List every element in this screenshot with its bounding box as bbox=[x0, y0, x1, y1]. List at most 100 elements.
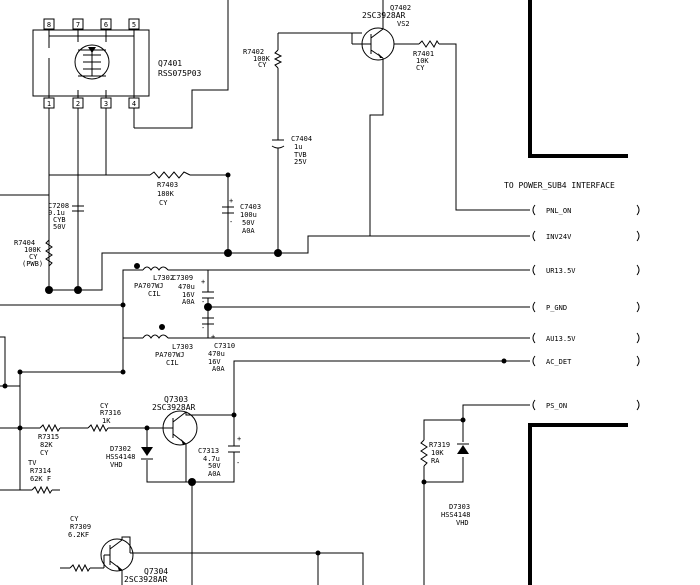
d7303-ref: D7303 bbox=[449, 503, 470, 511]
r7319-type: RA bbox=[431, 457, 440, 465]
transistor-q7303 bbox=[162, 410, 198, 446]
signal-p-gnd: P_GND bbox=[546, 304, 567, 312]
c7208-ref: C7208 bbox=[48, 202, 69, 210]
r7404-note: (PWB) bbox=[22, 260, 43, 268]
d7302-ref: D7302 bbox=[110, 445, 131, 453]
resistor-r7404 bbox=[45, 239, 53, 267]
diode-d7302 bbox=[141, 447, 153, 456]
r7403-tol: CY bbox=[159, 199, 168, 207]
ic-pin-6: 6 bbox=[104, 21, 108, 29]
c7403-type: A0A bbox=[242, 227, 255, 235]
ic-q7401: 8 7 6 5 1 2 3 4 Q7401 RSS075P03 bbox=[32, 18, 202, 109]
resistor-r7309 bbox=[69, 563, 91, 573]
c7310-type: A0A bbox=[212, 365, 225, 373]
d7302-type: VHD bbox=[110, 461, 123, 469]
c7208-type: CYB bbox=[53, 216, 66, 224]
l7302-type: CIL bbox=[148, 290, 161, 298]
capacitor-c7313 bbox=[228, 445, 240, 453]
inductor-l7302 bbox=[142, 266, 169, 271]
signal-ac-det: AC_DET bbox=[546, 358, 572, 366]
ic-pin-7: 7 bbox=[76, 21, 80, 29]
signal-inv24v: INV24V bbox=[546, 233, 572, 241]
r7309-tol: CY bbox=[70, 515, 79, 523]
ic-ref: Q7401 bbox=[158, 59, 182, 68]
signal-pnl-on: PNL_ON bbox=[546, 207, 571, 215]
c7208-volt: 50V bbox=[53, 223, 66, 231]
c7309-value: 470u bbox=[178, 283, 195, 291]
r7402-tol: CY bbox=[258, 61, 267, 69]
capacitor-c7404 bbox=[271, 139, 285, 149]
c7313-plus: + bbox=[237, 435, 241, 443]
d7303-part: HSS4148 bbox=[441, 511, 471, 519]
c7403-value: 100u bbox=[240, 211, 257, 219]
resistor-r7401 bbox=[418, 40, 440, 48]
c7313-volt: 50V bbox=[208, 462, 221, 470]
iface-title: TO POWER_SUB4 INTERFACE bbox=[504, 181, 615, 190]
ic-pin-5: 5 bbox=[132, 21, 136, 29]
ic-pin-8: 8 bbox=[47, 21, 51, 29]
c7313-value: 4.7u bbox=[203, 455, 220, 463]
c7310-value: 470u bbox=[208, 350, 225, 358]
diode-d7303 bbox=[457, 445, 469, 454]
resistor-r7315 bbox=[39, 423, 61, 433]
c7404-type: TVB bbox=[294, 151, 307, 159]
q7304-part: 2SC3928AR bbox=[124, 575, 168, 584]
signal-au13-5v: AU13.5V bbox=[546, 335, 576, 343]
c7404-volt: 25V bbox=[294, 158, 307, 166]
resistor-r7402 bbox=[273, 49, 283, 69]
r7315-tol: CY bbox=[40, 449, 49, 457]
d7302-part: HSS4148 bbox=[106, 453, 136, 461]
transistor-q7402 bbox=[351, 27, 395, 61]
c7313-minus: - bbox=[236, 459, 240, 467]
ic-pin-4: 4 bbox=[132, 100, 136, 108]
c7403-ref: C7403 bbox=[240, 203, 261, 211]
r7309-ref: R7309 bbox=[70, 523, 91, 531]
r7403-value: 180K bbox=[157, 190, 175, 198]
q7303-ref: Q7303 bbox=[164, 395, 188, 404]
r7319-value: 10K bbox=[431, 449, 444, 457]
r7315-ref: R7315 bbox=[38, 433, 59, 441]
capacitor-c7403 bbox=[222, 206, 234, 214]
c7309-minus: - bbox=[201, 298, 205, 306]
resistor-r7403 bbox=[149, 171, 191, 179]
c7309-volt: 16V bbox=[182, 291, 195, 299]
inductor-l7303 bbox=[142, 334, 169, 339]
ic-part: RSS075P03 bbox=[158, 69, 202, 78]
r7404-value: 100K bbox=[24, 246, 42, 254]
r7319-ref: R7319 bbox=[429, 441, 450, 449]
r7402-value: 100K bbox=[253, 55, 271, 63]
signal-ps-on: PS_ON bbox=[546, 402, 567, 410]
c7309-plus: + bbox=[201, 278, 205, 286]
connector-brackets bbox=[532, 204, 640, 411]
c7309-type: A0A bbox=[182, 298, 195, 306]
l7303-type: CIL bbox=[166, 359, 179, 367]
r7404-tol: CY bbox=[29, 253, 38, 261]
c7310-minus: - bbox=[201, 324, 205, 332]
l7302-part: PA707WJ bbox=[134, 282, 164, 290]
c7208-value: 0.1u bbox=[48, 209, 65, 217]
d7303-type: VHD bbox=[456, 519, 469, 527]
q7303-part: 2SC3928AR bbox=[152, 403, 196, 412]
c7403-plus: + bbox=[229, 197, 233, 205]
c7313-ref: C7313 bbox=[198, 447, 219, 455]
ic-pin-3: 3 bbox=[104, 100, 108, 108]
l7303-ref: L7303 bbox=[172, 343, 193, 351]
r7401-ref: R7401 bbox=[413, 50, 434, 58]
l7303-part: PA707WJ bbox=[155, 351, 185, 359]
r7402-ref: R7402 bbox=[243, 48, 264, 56]
r7401-value: 10K bbox=[416, 57, 429, 65]
c7310-plus: + bbox=[211, 333, 215, 341]
r7314-ref: R7314 bbox=[30, 467, 51, 475]
r7309-value: 6.2KF bbox=[68, 531, 89, 539]
c7309-ref: C7309 bbox=[172, 274, 193, 282]
c7313-type: A0A bbox=[208, 470, 221, 478]
r7315-value: 82K bbox=[40, 441, 53, 449]
c7404-ref: C7404 bbox=[291, 135, 312, 143]
ic-pin-1: 1 bbox=[47, 100, 51, 108]
q7402-ref: Q7402 bbox=[390, 4, 411, 12]
r7403-ref: R7403 bbox=[157, 181, 178, 189]
c7310-ref: C7310 bbox=[214, 342, 235, 350]
q7402-part: 2SC3928AR bbox=[362, 11, 406, 20]
resistor-r7316 bbox=[87, 423, 109, 433]
q7304-ref: Q7304 bbox=[144, 567, 168, 576]
